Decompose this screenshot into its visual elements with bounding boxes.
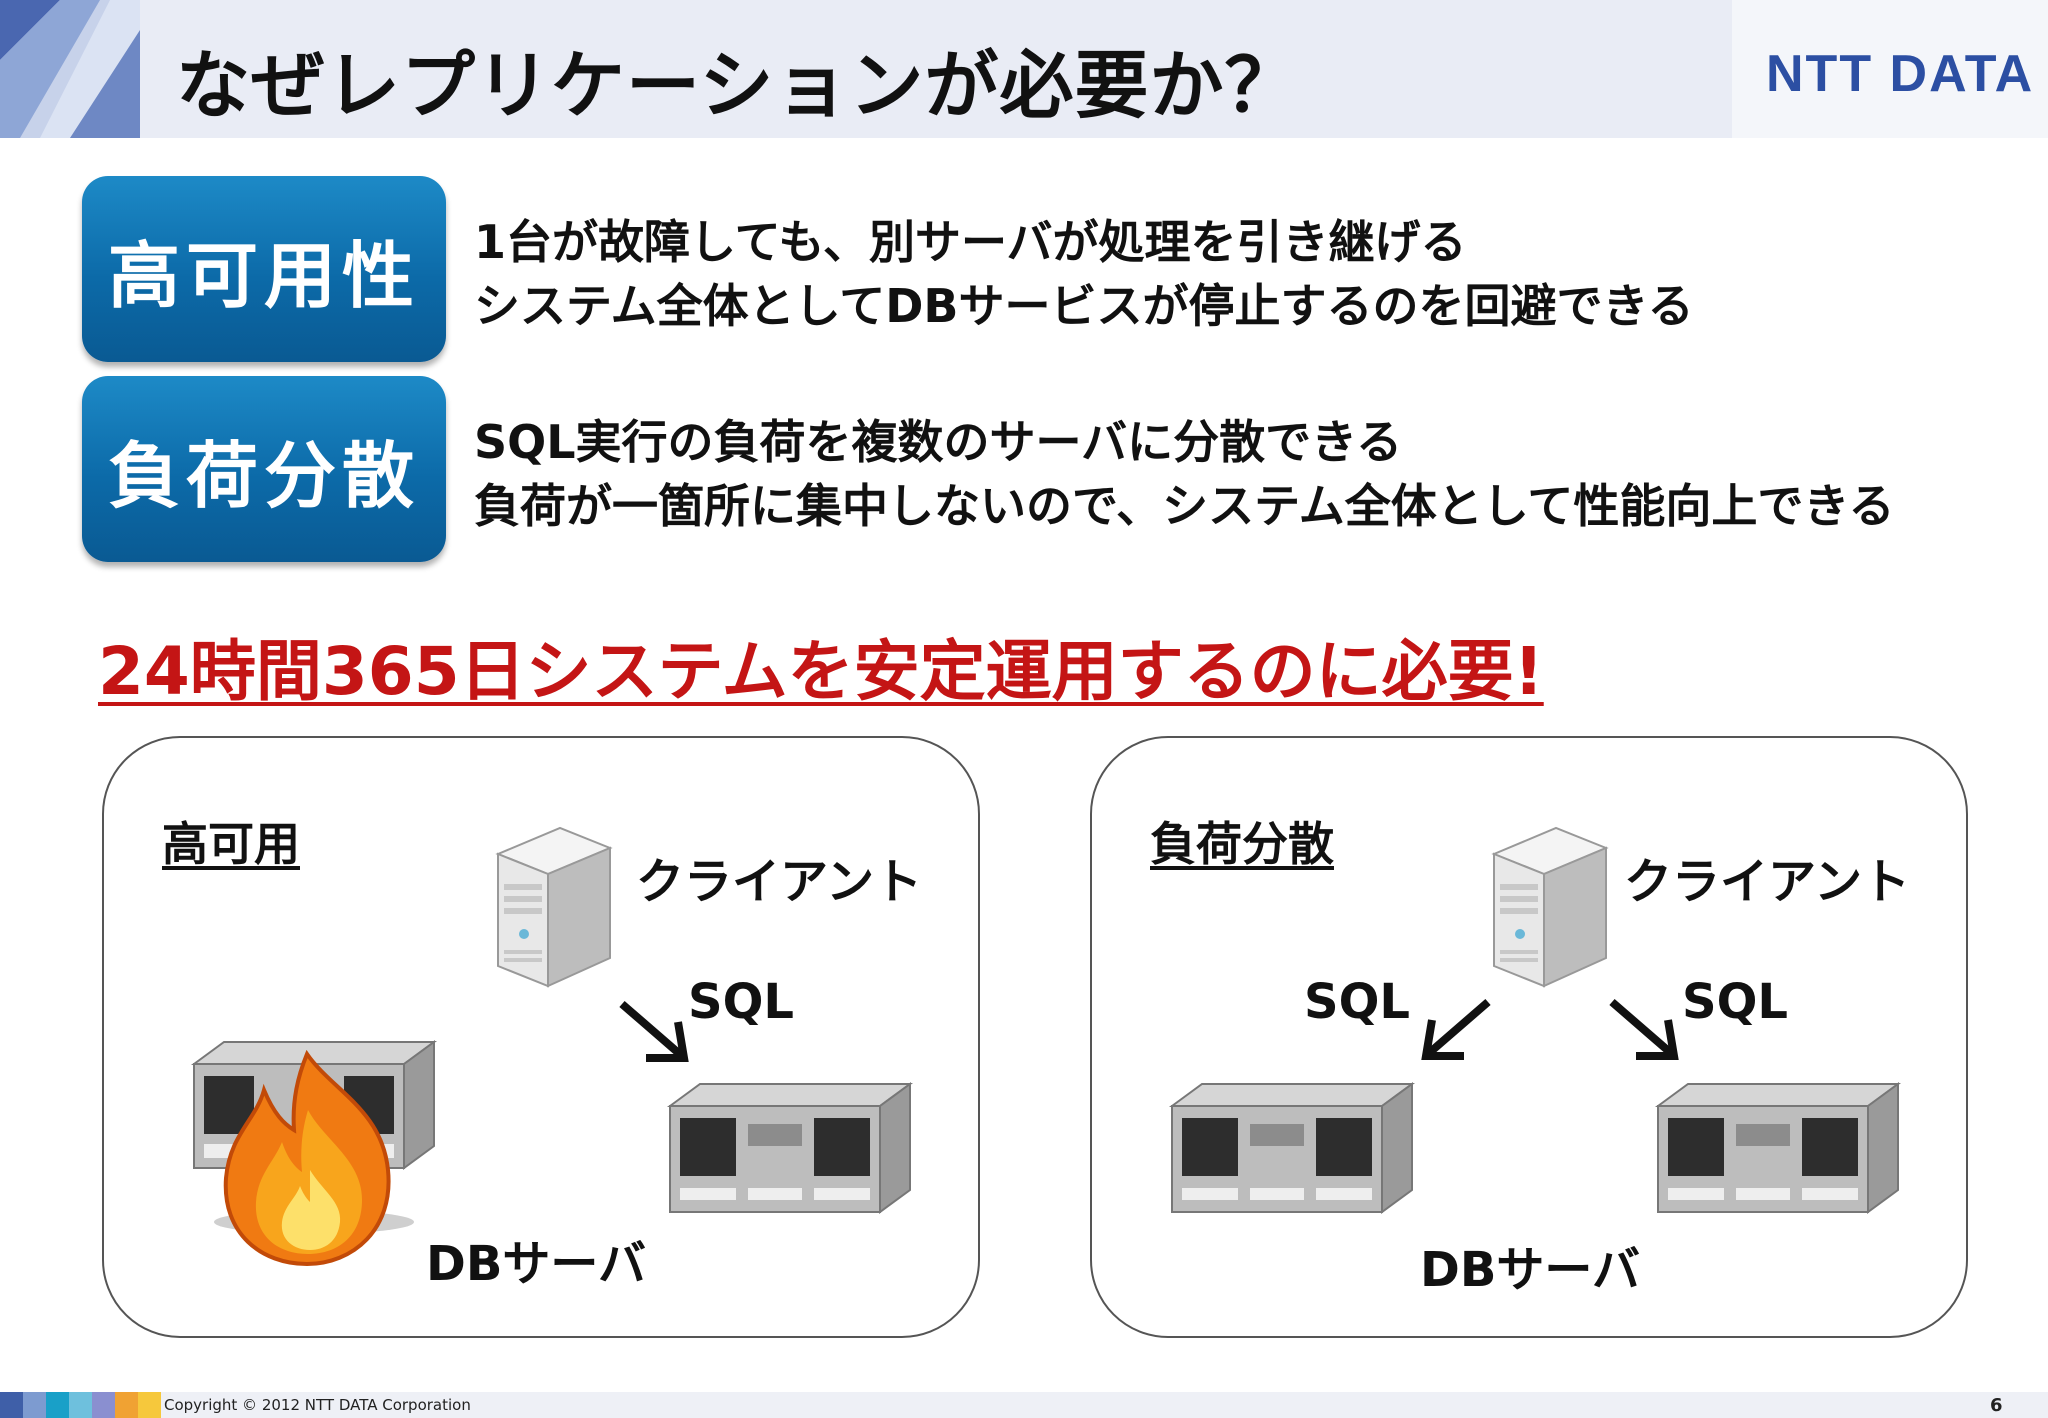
sql-label-right: SQL: [1682, 974, 1788, 1030]
diagram-high-availability: 高可用 クライアント SQL: [102, 736, 980, 1338]
db-server-label: DBサーバ: [426, 1236, 646, 1292]
arrow-icon: [1421, 998, 1491, 1060]
logo-area: [1732, 0, 2048, 138]
footer-stripe: [115, 1392, 138, 1418]
diagram-load-balancing: 負荷分散 クライアント SQL SQL: [1090, 736, 1968, 1338]
sql-label-left: SQL: [1304, 974, 1410, 1030]
description-line: システム全体としてDBサービスが停止するのを回避できる: [474, 279, 1694, 333]
badge-load-balancing: 負荷分散: [82, 376, 446, 562]
description-line: 負荷が一箇所に集中しないので、システム全体として性能向上できる: [474, 479, 1895, 533]
footer-stripe: [92, 1392, 115, 1418]
description-line: 1台が故障しても、別サーバが処理を引き継げる: [474, 215, 1467, 269]
server-tower-icon: [1491, 826, 1609, 988]
diagram-title: 負荷分散: [1150, 817, 1334, 871]
db-server-icon: [1168, 1082, 1416, 1214]
db-server-icon: [666, 1082, 914, 1214]
header-bar: [0, 0, 2048, 138]
high-availability-description: 1台が故障しても、別サーバが処理を引き継げる システム全体としてDBサービスが停…: [474, 210, 1694, 338]
server-tower-icon: [495, 826, 613, 988]
client-label: クライアント: [1624, 854, 1911, 910]
db-server-label: DBサーバ: [1420, 1242, 1640, 1298]
client-label: クライアント: [636, 854, 923, 910]
load-balancing-description: SQL実行の負荷を複数のサーバに分散できる 負荷が一箇所に集中しないので、システ…: [474, 410, 1894, 538]
key-message: 24時間365日システムを安定運用するのに必要!: [98, 633, 1544, 710]
footer-stripe: [46, 1392, 69, 1418]
page-number: 6: [1990, 1395, 2003, 1416]
footer-color-stripes: [0, 1392, 161, 1418]
arrow-icon: [619, 1000, 689, 1062]
db-server-icon: [1654, 1082, 1902, 1214]
ntt-data-logo: NTT DATA: [1766, 45, 2035, 103]
arrow-icon: [1609, 998, 1679, 1060]
footer-stripe: [23, 1392, 46, 1418]
header-decoration: [0, 0, 140, 138]
sql-label: SQL: [688, 974, 794, 1030]
footer-stripe: [138, 1392, 161, 1418]
description-line: SQL実行の負荷を複数のサーバに分散できる: [474, 415, 1403, 469]
fire-icon: [223, 1050, 391, 1267]
badge-high-availability: 高可用性: [82, 176, 446, 362]
footer-stripe: [0, 1392, 23, 1418]
page-title: なぜレプリケーションが必要か？: [176, 43, 1300, 129]
diagram-title: 高可用: [162, 817, 300, 871]
footer-bar: [0, 1392, 2048, 1418]
footer-stripe: [69, 1392, 92, 1418]
copyright-text: Copyright © 2012 NTT DATA Corporation: [164, 1396, 471, 1414]
